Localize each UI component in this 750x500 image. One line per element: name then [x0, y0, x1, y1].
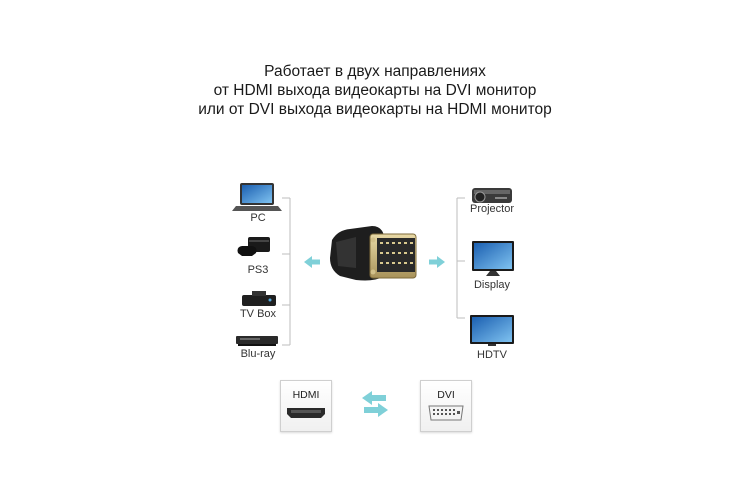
source-label-pc: PC [250, 212, 266, 224]
game-console-icon [237, 237, 270, 256]
source-label-blu-ray: Blu-ray [240, 348, 276, 360]
heading-line-1: Работает в двух направлениях [264, 63, 486, 80]
heading-line-2: от HDMI выхода видеокарты на DVI монитор [213, 82, 537, 99]
tv-icon [470, 315, 514, 346]
projector-icon [472, 188, 512, 203]
dvi-port-label: DVI [437, 389, 455, 401]
hdmi-port-label: HDMI [292, 389, 320, 401]
blu-ray-player-icon [236, 336, 278, 346]
source-label-ps3: PS3 [247, 264, 269, 276]
source-label-tv-box: TV Box [239, 308, 277, 320]
swap-arrows-icon [362, 391, 388, 417]
heading-line-3: или от DVI выхода видеокарты на HDMI мон… [198, 101, 552, 118]
laptop-icon [232, 183, 282, 211]
tv-box-icon [242, 291, 276, 306]
display-label-display: Display [473, 279, 511, 291]
monitor-icon [472, 241, 514, 276]
left-connector-lines [282, 197, 291, 346]
arrow-left-icon [304, 256, 320, 268]
hdmi-port-icon [287, 408, 325, 418]
dvi-port-card: DVI [420, 380, 472, 432]
display-label-projector: Projector [469, 203, 515, 215]
arrow-right-icon [429, 256, 445, 268]
right-connector-lines [456, 197, 465, 319]
display-label-hdtv: HDTV [477, 349, 507, 361]
dvi-port-icon [428, 405, 464, 421]
hdmi-port-card: HDMI [280, 380, 332, 432]
hdmi-dvi-adapter [330, 226, 417, 281]
